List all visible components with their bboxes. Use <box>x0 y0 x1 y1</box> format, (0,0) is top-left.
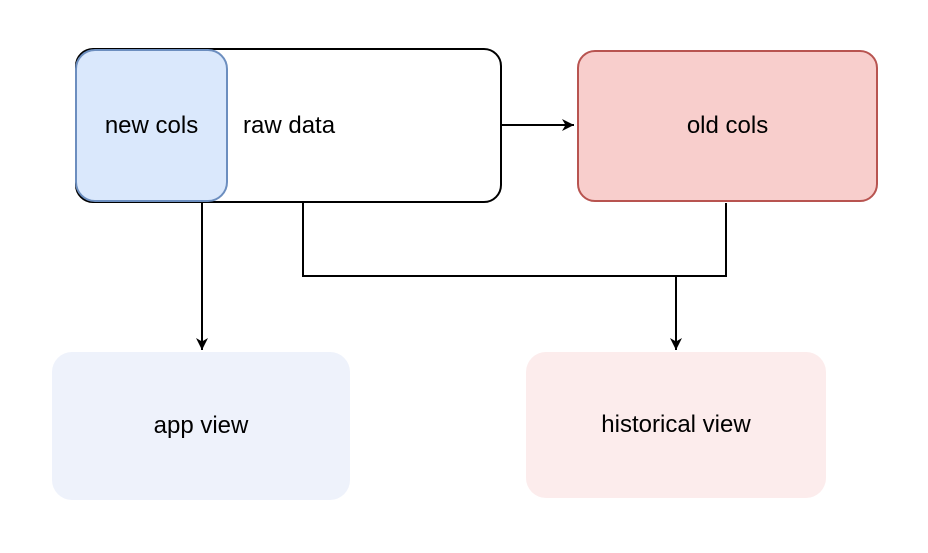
node-new-cols: new cols <box>75 49 228 202</box>
node-historical-view: historical view <box>526 352 826 498</box>
node-app-view-label: app view <box>153 412 249 439</box>
node-old-cols-label: old cols <box>686 112 769 139</box>
node-new-cols-label: new cols <box>104 111 199 139</box>
connector-merge-elbow <box>302 203 727 277</box>
node-app-view: app view <box>52 352 350 500</box>
node-raw-data-label: raw data <box>243 111 336 139</box>
node-historical-view-label: historical view <box>601 411 751 438</box>
node-old-cols: old cols <box>577 50 878 202</box>
